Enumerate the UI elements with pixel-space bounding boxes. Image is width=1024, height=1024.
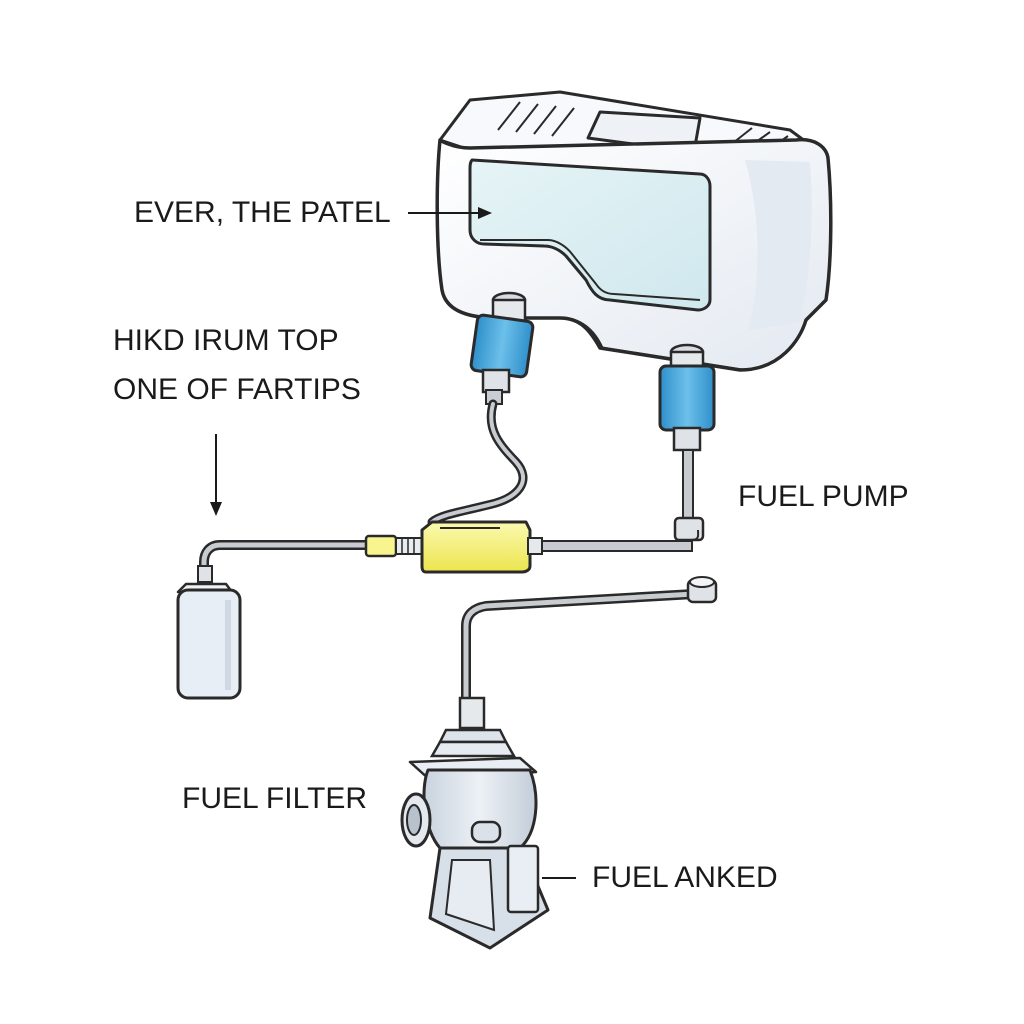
tank-label-arrow (408, 207, 492, 219)
tank-outlet-connector-left-icon (469, 291, 535, 405)
pump-supply-pipe (461, 576, 718, 700)
fuel-pump-housing-icon (400, 696, 550, 950)
fuel-pump-label: FUEL PUMP (738, 480, 909, 513)
reservoir-bottle-icon (176, 565, 242, 700)
flexible-hose (427, 399, 528, 527)
hose-note-line-1: HIKD IRUM TOP (113, 324, 339, 357)
inline-filter-icon (364, 520, 543, 574)
hose-note-line-2: ONE OF FARTIPS (113, 373, 361, 406)
pump-feed-pipe (673, 449, 705, 542)
fuel-anked-label: FUEL ANKED (592, 861, 778, 894)
tank-panel-label: EVER, THE PATEL (134, 196, 391, 229)
note-down-arrow (210, 434, 222, 516)
tank-outlet-connector-right-icon (658, 343, 716, 452)
fuel-tank-icon (435, 90, 833, 372)
fuel-filter-label: FUEL FILTER (182, 782, 368, 815)
